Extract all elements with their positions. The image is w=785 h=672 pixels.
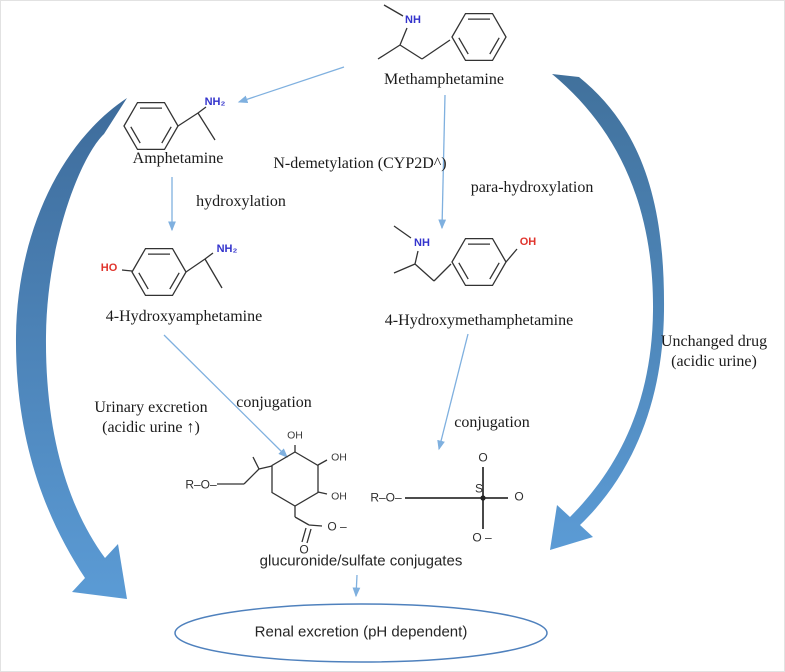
- amph-nh2-label: NH₂: [204, 96, 226, 109]
- glucuronide-oh-bottom-label: OH: [331, 490, 347, 503]
- methamphetamine-structure: [377, 4, 507, 62]
- hydroxyamph-ho-label: HO: [100, 262, 118, 275]
- conjugates-label: glucuronide/sulfate conjugates: [259, 552, 463, 570]
- methamphetamine-label: Methamphetamine: [384, 71, 504, 88]
- sulfate-o-right-label: O: [514, 489, 524, 504]
- sulfate-o-top-label: O: [478, 450, 488, 465]
- arrow-hydroxyamph-to-glucuronide: [163, 334, 288, 458]
- arrow-meth-to-hydroxymeth: [438, 94, 447, 230]
- unchanged-drug-line2: (acidic urine): [671, 353, 757, 370]
- hydroxymethamphetamine-structure: [393, 225, 518, 287]
- unchanged-drug-line1: Unchanged drug: [660, 333, 768, 350]
- amphetamine-structure: [123, 101, 216, 151]
- arrow-meth-to-amphetamine: [237, 66, 345, 104]
- right-cycle-arrow: [550, 74, 665, 550]
- meth-nh-label: NH: [405, 14, 421, 27]
- urinary-excretion-line1: Urinary excretion: [94, 399, 208, 416]
- glucuronide-o-label: O: [299, 542, 309, 557]
- urinary-excretion-line2: (acidic urine ↑): [102, 419, 200, 436]
- hydroxymethamphetamine-label: 4-Hydroxymethamphetamine: [384, 312, 574, 329]
- arrow-hydroxymeth-to-sulfate: [437, 333, 469, 451]
- hydroxymeth-nh-label: NH: [414, 237, 430, 250]
- glucuronide-oh-mid-label: OH: [331, 451, 347, 464]
- left-cycle-arrow: [15, 98, 127, 599]
- amphetamine-label: Amphetamine: [132, 150, 224, 167]
- renal-excretion-label: Renal excretion (pH dependent): [254, 623, 468, 641]
- unchanged-drug-label: Unchanged drug (acidic urine): [661, 332, 767, 372]
- hydroxymeth-oh-label: OH: [519, 236, 537, 249]
- sulfate-structure: [405, 467, 508, 529]
- hydroxyamphetamine-structure: [121, 247, 223, 297]
- sulfate-s-label: S: [474, 481, 484, 496]
- hydroxyamphetamine-label: 4-Hydroxyamphetamine: [105, 308, 263, 325]
- conjugation-right-label: conjugation: [454, 414, 530, 431]
- conjugation-left-label: conjugation: [236, 394, 312, 411]
- hydroxyamph-nh2-label: NH₂: [216, 243, 238, 256]
- para-hydroxylation-label: para-hydroxylation: [470, 179, 594, 196]
- urinary-excretion-label: Urinary excretion (acidic urine ↑): [94, 398, 207, 438]
- glucuronide-ro-label: R–O–: [185, 477, 217, 492]
- n-demethylation-label: N-demetylation (CYP2D^): [273, 155, 447, 172]
- hydroxylation-label: hydroxylation: [196, 193, 286, 210]
- glucuronide-structure: [217, 445, 328, 544]
- glucuronide-ominus-label: O –: [327, 519, 347, 534]
- renal-excretion-ellipse: [174, 603, 548, 663]
- sulfate-ominus-label: O –: [472, 530, 492, 545]
- sulfate-ro-label: R–O–: [370, 490, 402, 505]
- arrow-conjugates-to-renal: [352, 574, 361, 598]
- glucuronide-oh-top-label: OH: [287, 429, 303, 442]
